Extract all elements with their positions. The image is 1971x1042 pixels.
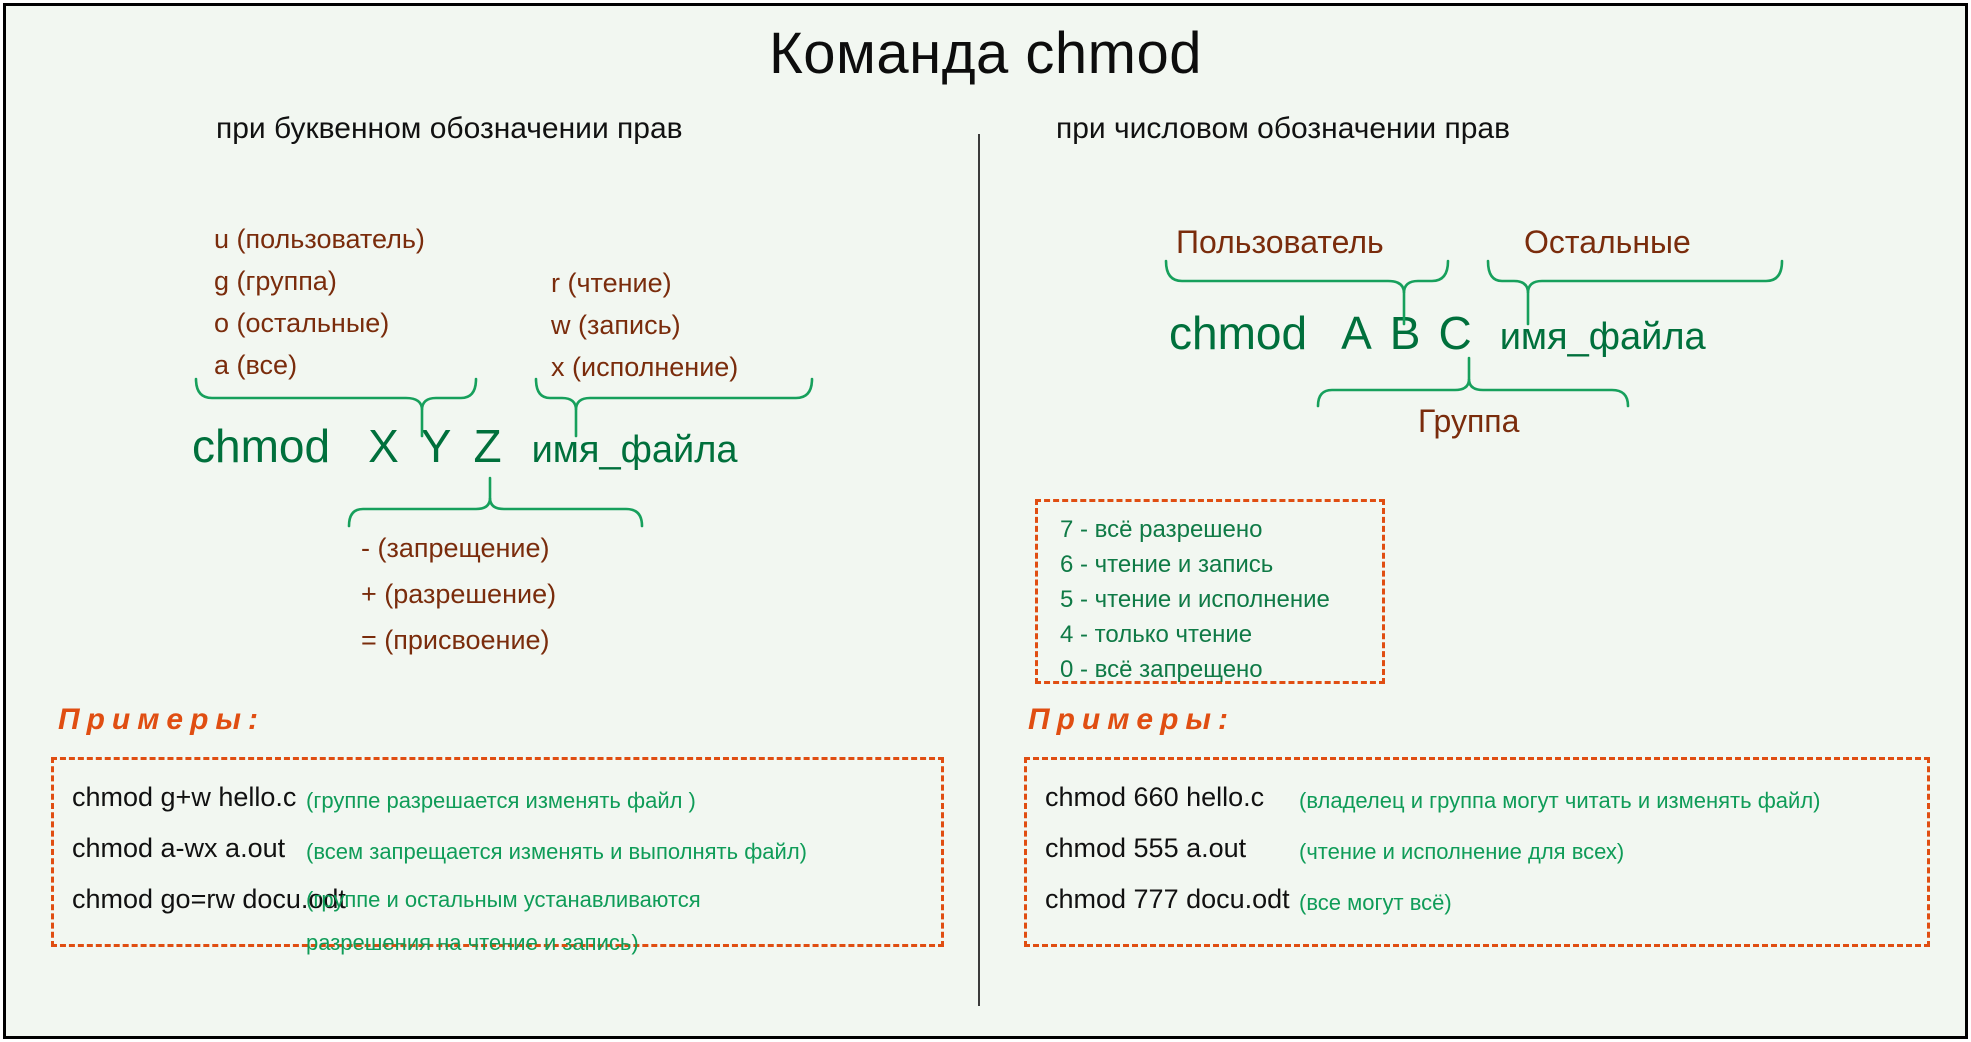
example-description: (владелец и группа могут читать и изменя… — [1299, 788, 1821, 813]
example-description: (группе и остальным устанавливаются — [306, 887, 701, 912]
page-title: Команда chmod — [768, 21, 1202, 86]
example-command: chmod g+w hello.c — [72, 782, 297, 812]
brace-label-user: Пользователь — [1176, 224, 1384, 260]
permission-item: r (чтение) — [551, 268, 672, 298]
formula-slot-b: B — [1389, 307, 1421, 359]
example-command: chmod 777 docu.odt — [1045, 884, 1290, 914]
who-item: a (все) — [214, 350, 298, 380]
permission-list: r (чтение) w (запись) x (исполнение) — [551, 268, 738, 394]
right-panel-heading: при числовом обозначении прав — [1056, 112, 1511, 145]
example-description: (все могут всё) — [1299, 890, 1452, 915]
example-command: chmod go=rw docu.odt — [72, 884, 346, 914]
formula-slot-a: A — [1341, 307, 1372, 359]
formula-slot-y: Y — [420, 420, 452, 472]
numeric-code-item: 4 - только чтение — [1060, 621, 1253, 648]
numeric-code-item: 6 - чтение и запись — [1060, 551, 1274, 578]
formula-command: chmod — [1169, 307, 1308, 359]
formula-slot-x: X — [368, 420, 399, 472]
formula-slot-c: C — [1438, 307, 1472, 359]
example-command: chmod 555 a.out — [1045, 833, 1247, 863]
example-description: (группе разрешается изменять файл ) — [306, 788, 696, 813]
formula-command: chmod — [192, 420, 331, 472]
permission-item: w (запись) — [551, 310, 681, 340]
left-panel-heading: при буквенном обозначении прав — [216, 112, 683, 145]
example-description-cont: разрешения на чтение и запись) — [306, 930, 639, 955]
operator-item: = (присвоение) — [361, 625, 550, 655]
example-description: (всем запрещается изменять и выполнять ф… — [306, 839, 807, 864]
slide-canvas: Команда chmod при буквенном обозначении … — [3, 3, 1968, 1039]
permission-item: x (исполнение) — [551, 352, 739, 382]
operator-list: - (запрещение) + (разрешение) = (присвое… — [361, 533, 556, 671]
formula-filename: имя_файла — [531, 429, 738, 471]
left-examples-box: chmod g+w hello.c (группе разрешается из… — [51, 757, 944, 955]
who-item: o (остальные) — [214, 308, 390, 338]
right-examples-box: chmod 660 hello.c (владелец и группа мог… — [1024, 757, 1930, 947]
brace-label-other: Остальные — [1524, 224, 1691, 260]
numeric-codes-box: 7 - всё разрешено 6 - чтение и запись 5 … — [1035, 499, 1385, 684]
example-command: chmod a-wx a.out — [72, 833, 286, 863]
who-list: u (пользователь) g (группа) o (остальные… — [214, 224, 425, 392]
formula-slot-z: Z — [473, 420, 502, 472]
who-item: g (группа) — [214, 266, 337, 296]
left-examples-title: Примеры: — [58, 703, 266, 736]
numeric-code-item: 5 - чтение и исполнение — [1060, 586, 1330, 613]
example-command: chmod 660 hello.c — [1045, 782, 1265, 812]
example-description: (чтение и исполнение для всех) — [1299, 839, 1625, 864]
brace-label-group: Группа — [1418, 403, 1520, 439]
formula-filename: имя_файла — [1499, 316, 1706, 358]
who-item: u (пользователь) — [214, 224, 425, 254]
brace-y-to-ops — [347, 497, 644, 528]
brace-other-to-c — [1486, 259, 1784, 294]
operator-item: - (запрещение) — [361, 533, 550, 563]
brace-b-to-group — [1316, 378, 1630, 408]
panel-divider — [978, 134, 980, 1006]
numeric-code-item: 7 - всё разрешено — [1060, 516, 1263, 543]
brace-user-to-a — [1164, 259, 1450, 294]
numeric-code-item: 0 - всё запрещено — [1060, 656, 1263, 683]
right-examples-title: Примеры: — [1028, 703, 1236, 736]
operator-item: + (разрешение) — [361, 579, 557, 609]
